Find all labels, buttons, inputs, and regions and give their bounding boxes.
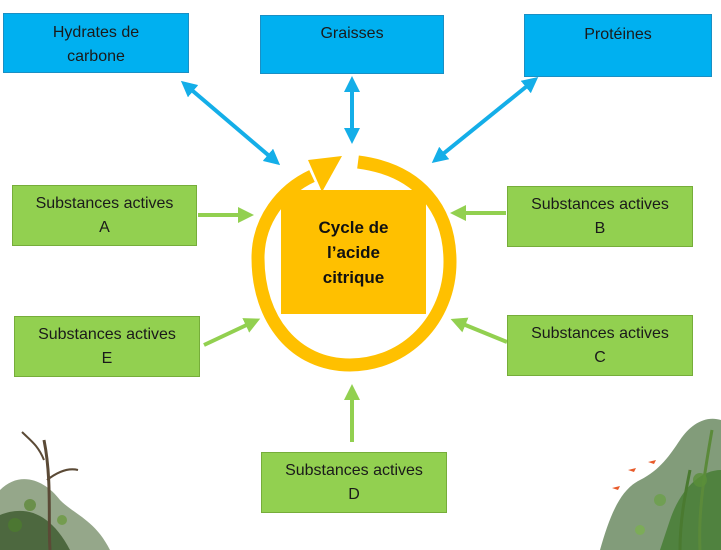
node-carbohydrates-line2: carbone [67, 48, 125, 65]
node-substance-c-line1: Substances actives [531, 324, 669, 342]
node-carbohydrates: Hydrates de carbone [3, 13, 189, 73]
plant-right-decoration [600, 418, 721, 550]
citric-acid-cycle-box: Cycle de l’acide citrique [281, 190, 426, 314]
node-substance-d-line2: D [348, 485, 360, 503]
arrow-carbs-cycle [180, 80, 281, 166]
center-line2: l’acide [327, 242, 380, 262]
cycle-arrowhead [308, 156, 342, 192]
node-substance-a: Substances actives A [12, 185, 197, 246]
node-substance-c: Substances actives C [507, 315, 693, 376]
node-proteins-label: Protéines [584, 26, 652, 43]
node-substance-b-line1: Substances actives [531, 195, 669, 213]
node-substance-e-line1: Substances actives [38, 325, 176, 343]
node-substance-d: Substances actives D [261, 452, 447, 513]
arrow-substance-c [450, 317, 508, 344]
node-substance-b: Substances actives B [507, 186, 693, 247]
node-carbohydrates-line1: Hydrates de [52, 24, 140, 41]
node-fats: Graisses [260, 15, 444, 74]
cycle-ring [251, 155, 457, 372]
plant-left-decoration [0, 431, 110, 550]
node-substance-a-line1: Substances actives [35, 194, 174, 212]
node-substance-c-line2: C [594, 348, 606, 366]
node-fats-label: Graisses [320, 25, 384, 42]
center-line3: citrique [322, 267, 385, 287]
node-substance-b-line2: B [594, 219, 606, 237]
node-substance-e: Substances actives E [14, 316, 200, 377]
node-substance-a-line2: A [99, 218, 110, 236]
node-proteins: Protéines [524, 14, 712, 77]
arrow-substance-e [203, 318, 261, 347]
node-substance-e-line2: E [101, 349, 113, 367]
node-substance-d-line1: Substances actives [285, 461, 423, 479]
center-line1: Cycle de [318, 217, 389, 237]
arrow-proteins-cycle [431, 76, 539, 164]
